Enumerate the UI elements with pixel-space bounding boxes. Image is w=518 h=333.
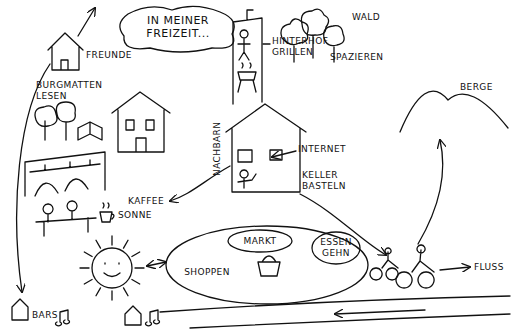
ellipse-outline <box>312 232 360 264</box>
sun-sketch <box>92 248 132 288</box>
bubble-label: ESSEN GEHN <box>311 237 361 259</box>
arrow <box>335 310 425 314</box>
coffee-cup <box>100 203 114 222</box>
sketch-label: KAFFEE <box>128 196 164 207</box>
sketch-label: KELLER BASTELN <box>302 170 348 192</box>
sketch-label: BURGMATTEN LESEN <box>36 80 106 102</box>
arrow <box>272 151 296 157</box>
arrow <box>418 140 443 244</box>
people-sketch <box>36 201 96 236</box>
sketch-label: SONNE <box>118 210 152 221</box>
sketch-label: WALD <box>352 12 380 23</box>
grill-sketch <box>238 63 256 92</box>
sketch-label: INTERNET <box>298 144 346 155</box>
bubble-label: SHOPPEN <box>177 267 237 278</box>
music-note <box>146 310 160 326</box>
wall-sketch <box>25 152 105 196</box>
arrow <box>78 8 95 36</box>
leader-line <box>263 43 270 44</box>
sketch-label: FLUSS <box>474 262 504 273</box>
house-sketch <box>226 104 306 192</box>
house-sketch <box>48 33 83 70</box>
sketch-label: BERGE <box>460 82 493 93</box>
river-bank <box>190 314 510 328</box>
sketch-label: FREUNDE <box>86 50 132 61</box>
ellipse-outline <box>228 230 292 252</box>
ellipse-outline <box>166 226 368 304</box>
person-sketch <box>238 30 250 60</box>
ellipse-bubble: ESSEN GEHN <box>311 231 361 265</box>
title-cloud <box>120 6 234 52</box>
bike-sketch <box>396 245 434 288</box>
tree-sketch <box>35 102 75 140</box>
building-sketch <box>112 92 170 152</box>
mountain-sketch <box>400 91 508 132</box>
bubble-label: MARKT <box>227 236 293 247</box>
ellipse-bubble: SHOPPEN MARKT ESSEN GEHN <box>165 225 369 305</box>
arrow <box>147 262 166 266</box>
bike-sketch <box>370 248 398 280</box>
sketch-label: BARS <box>32 310 58 321</box>
tower-sketch <box>233 10 262 104</box>
sketch-label: SPAZIEREN <box>330 52 384 63</box>
basket-sketch <box>258 256 280 276</box>
arrow <box>440 267 470 270</box>
sketch-title: IN MEINER FREIZEIT... <box>128 14 228 40</box>
sketch-label: HINTERHOF GRILLEN <box>272 36 334 58</box>
bar-house <box>125 306 141 325</box>
sketch-label: NACHBARN <box>212 122 223 176</box>
bar-house <box>12 299 28 320</box>
book-sketch <box>78 122 102 140</box>
sun-rays <box>80 236 144 300</box>
ellipse-bubble: MARKT <box>227 229 293 253</box>
sun-face <box>104 263 120 277</box>
person-sketch <box>238 170 256 188</box>
